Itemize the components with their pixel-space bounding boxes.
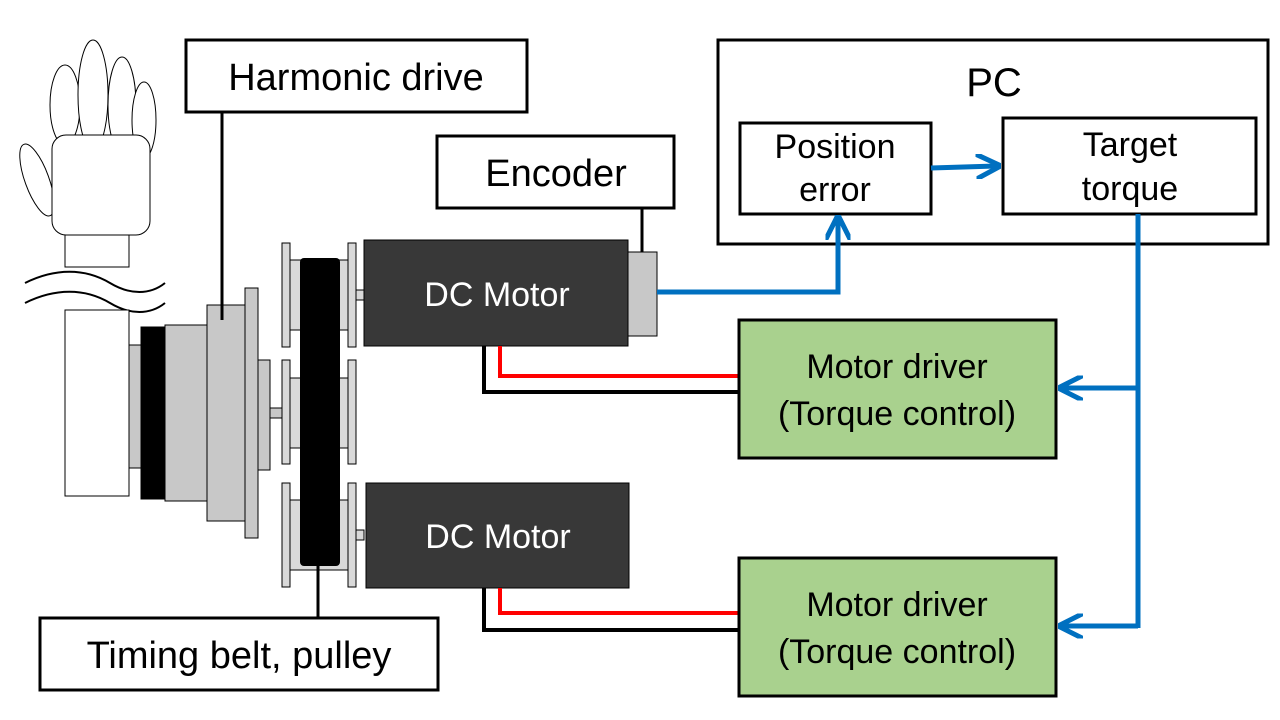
target-torque-label-line1: Target [1083,126,1178,164]
harmonic-drive-label: Harmonic drive [228,57,484,99]
motor-driver-bottom: Motor driver (Torque control) [737,556,1058,698]
power-wires-bottom [482,588,739,632]
target-torque-box: Target torque [1001,116,1258,216]
position-error-to-target-torque-arrow [930,166,996,168]
encoder-to-position-error-arrow [657,220,838,295]
power-wires-top [482,346,739,394]
dc-motor-top: DC Motor [363,239,629,347]
hand-icon [19,39,157,268]
motor-driver-bottom-line1: Motor driver [806,586,987,624]
dc-motor-bottom-label: DC Motor [425,518,570,556]
forearm [64,309,130,497]
timing-belt [300,258,340,566]
position-error-box: Position error [738,121,933,216]
motor-driver-top-line2: (Torque control) [778,395,1016,433]
motor-driver-bottom-line2: (Torque control) [778,633,1016,671]
motor-driver-top: Motor driver (Torque control) [737,318,1058,460]
pc-label: PC [966,61,1022,105]
motor-driver-top-line1: Motor driver [806,348,987,386]
encoder-label: Encoder [485,153,627,195]
encoder-unit [627,251,658,337]
harmonic-drive-assembly [128,287,283,539]
signal-lines [657,166,1141,628]
target-torque-label-line2: torque [1082,170,1178,208]
dc-motor-bottom: DC Motor [365,482,630,589]
break-mark-icon [24,270,166,313]
harmonic-drive-label-box: Harmonic drive [184,38,529,114]
timing-belt-label: Timing belt, pulley [87,635,392,677]
dc-motor-top-label: DC Motor [424,276,569,314]
encoder-label-box: Encoder [435,134,676,210]
timing-belt-label-box: Timing belt, pulley [38,616,440,692]
position-error-label-line2: error [799,171,871,209]
position-error-label-line1: Position [775,128,896,166]
